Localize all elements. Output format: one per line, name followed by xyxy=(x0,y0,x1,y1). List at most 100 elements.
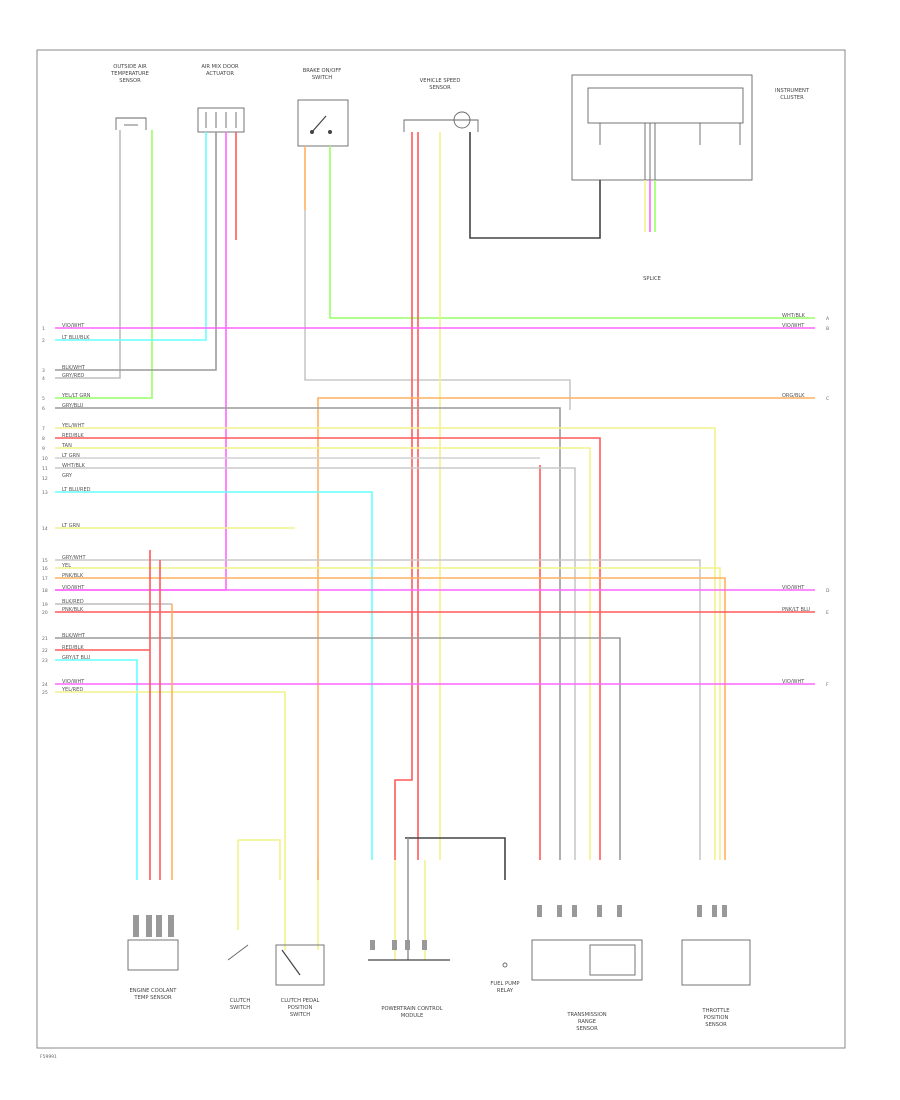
left-pin-number: 18 xyxy=(42,588,48,594)
left-wire-label: RED/BLK xyxy=(62,645,84,651)
component-label: RANGE xyxy=(578,1019,596,1025)
left-wire-label: WHT/BLK xyxy=(62,463,86,469)
left-wire-label: VIO/WHT xyxy=(62,585,85,591)
component-label: RELAY xyxy=(497,988,514,994)
outside-air-temp-sensor: OUTSIDE AIR TEMPERATURE SENSOR xyxy=(110,64,149,130)
left-pin-number: 13 xyxy=(42,490,48,496)
left-pin-number: 15 xyxy=(42,558,48,564)
component-label: POSITION xyxy=(704,1015,729,1021)
component-label: SWITCH xyxy=(290,1012,310,1018)
left-pin-number: 20 xyxy=(42,610,48,616)
component-label: CLUTCH xyxy=(230,998,251,1004)
component-label: MODULE xyxy=(401,1013,424,1019)
right-pin-letter: F xyxy=(826,682,829,688)
left-wire-label: BLK/WHT xyxy=(62,365,86,371)
component-label: SWITCH xyxy=(230,1005,250,1011)
left-pin-number: 11 xyxy=(42,466,48,472)
right-wire-label: ORG/BLK xyxy=(782,393,805,399)
diagram-frame xyxy=(36,49,846,1049)
splice-top: SPLICE xyxy=(643,276,661,282)
clutch-switch: CLUTCH SWITCH xyxy=(227,944,251,1011)
fuel-pump-relay: FUEL PUMP RELAY xyxy=(490,962,520,994)
right-pin-letter: D xyxy=(826,588,830,594)
component-label: VEHICLE SPEED xyxy=(420,78,461,84)
left-wire-label: YEL/LT GRN xyxy=(61,393,91,399)
transmission-range-sensor: TRANSMISSION RANGE SENSOR xyxy=(531,939,643,1032)
left-wire-label: RED/BLK xyxy=(62,433,84,439)
component-label: ENGINE COOLANT xyxy=(130,988,178,994)
left-pin-number: 21 xyxy=(42,636,48,642)
left-pin-number: 17 xyxy=(42,576,48,582)
left-pin-number: 19 xyxy=(42,602,48,608)
left-wire-label: LT GRN xyxy=(62,453,80,459)
component-label: THROTTLE xyxy=(701,1008,729,1014)
component-label: CLUTCH PEDAL xyxy=(281,998,320,1004)
left-pin-number: 7 xyxy=(42,426,45,432)
engine-coolant-temp-sensor: ENGINE COOLANT TEMP SENSOR xyxy=(127,939,179,1001)
left-pin-number: 25 xyxy=(42,690,48,696)
component-label: ACTUATOR xyxy=(206,71,234,77)
left-wire-label: BLK/RED xyxy=(62,599,84,605)
left-wire-label: LT BLU/RED xyxy=(62,487,91,493)
left-pin-number: 1 xyxy=(42,326,45,332)
left-wire-label: PNK/BLK xyxy=(62,573,84,579)
left-wire-label: GRY/BLU xyxy=(62,403,84,409)
left-pin-number: 4 xyxy=(42,376,45,382)
left-pin-number: 8 xyxy=(42,436,45,442)
left-wire-label: LT GRN xyxy=(62,523,80,529)
left-pin-number: 24 xyxy=(42,682,48,688)
left-wire-label: YEL xyxy=(61,563,71,569)
right-pin-letter: E xyxy=(826,610,829,616)
right-wire-label: PNK/LT BLU xyxy=(782,607,810,613)
right-wire-label: VIO/WHT xyxy=(782,323,805,329)
component-label: BRAKE ON/OFF xyxy=(303,68,342,74)
right-pin-labels: WHT/BLK A VIO/WHT B ORG/BLK C VIO/WHT D PNK/LT B… xyxy=(782,313,830,688)
component-label: SENSOR xyxy=(429,85,451,91)
left-pin-number: 6 xyxy=(42,406,45,412)
component-label: POWERTRAIN CONTROL xyxy=(381,1006,442,1012)
left-pin-number: 2 xyxy=(42,338,45,344)
left-pin-number: 22 xyxy=(42,648,48,654)
vehicle-speed-sensor: VEHICLE SPEED SENSOR xyxy=(403,78,479,132)
left-pin-number: 5 xyxy=(42,396,45,402)
component-label: AIR MIX DOOR xyxy=(201,64,239,70)
left-wire-label: LT BLU/BLK xyxy=(62,335,90,341)
left-wire-label: PNK/BLK xyxy=(62,607,84,613)
left-wire-label: YEL/WHT xyxy=(61,423,85,429)
air-mix-door-actuator: AIR MIX DOOR ACTUATOR xyxy=(197,64,245,133)
left-pin-number: 12 xyxy=(42,476,48,482)
component-label: SENSOR xyxy=(576,1026,598,1032)
component-label: OUTSIDE AIR xyxy=(113,64,147,70)
right-wire-label: WHT/BLK xyxy=(782,313,806,319)
bottom-connectors xyxy=(133,905,727,950)
component-label: FUEL PUMP xyxy=(490,981,519,987)
figure-id: F59991 xyxy=(40,1054,57,1060)
component-label: SWITCH xyxy=(312,75,332,81)
left-wire-label: GRY/LT BLU xyxy=(62,655,90,661)
left-wire-label: TAN xyxy=(61,443,72,449)
component-label: SPLICE xyxy=(643,276,661,282)
instrument-cluster: INSTRUMENT CLUSTER xyxy=(571,74,810,181)
throttle-position-sensor: THROTTLE POSITION SENSOR xyxy=(681,939,751,1028)
powertrain-control-module: POWERTRAIN CONTROL MODULE xyxy=(368,959,450,1019)
right-pin-letter: A xyxy=(826,316,830,322)
component-label: POSITION xyxy=(288,1005,313,1011)
component-label: SENSOR xyxy=(705,1022,727,1028)
right-pin-letter: C xyxy=(826,396,829,402)
left-wire-label: GRY/RED xyxy=(62,373,84,379)
left-wire-label: BLK/WHT xyxy=(62,633,86,639)
right-pin-letter: B xyxy=(826,326,829,332)
component-label: CLUSTER xyxy=(780,95,804,101)
right-wire-label: VIO/WHT xyxy=(782,679,805,685)
left-wire-label: VIO/WHT xyxy=(62,679,85,685)
left-wire-label: YEL/RED xyxy=(61,687,83,693)
left-wire-label: GRY/WHT xyxy=(62,555,86,561)
right-wire-label: VIO/WHT xyxy=(782,585,805,591)
brake-switch: BRAKE ON/OFF SWITCH xyxy=(297,68,349,147)
left-pin-number: 23 xyxy=(42,658,48,664)
component-label: TRANSMISSION xyxy=(566,1012,606,1018)
left-pin-number: 16 xyxy=(42,566,48,572)
left-pin-number: 10 xyxy=(42,456,48,462)
